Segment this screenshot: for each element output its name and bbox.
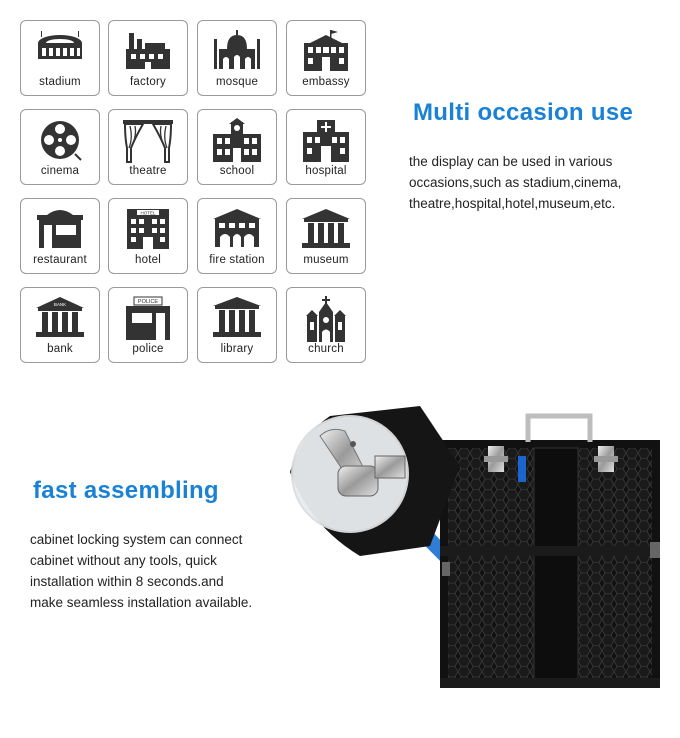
hotel-icon: HOTEL: [127, 209, 169, 249]
police-sign-text: POLICE: [138, 299, 159, 305]
tile-label: stadium: [39, 76, 81, 88]
tile-label: restaurant: [33, 254, 87, 266]
description-line: theatre,hospital,hotel,museum,etc.: [409, 196, 616, 211]
embassy-icon: [304, 30, 348, 71]
church-icon: [306, 296, 346, 342]
cabinet-back-panel: [440, 440, 660, 688]
stadium-icon: [38, 31, 82, 59]
library-icon: [213, 297, 261, 337]
fire-station-icon: [213, 209, 261, 247]
description-line: cabinet without any tools, quick: [30, 553, 217, 568]
tile-fire-station: fire station: [197, 198, 277, 274]
description-line: the display can be used in various: [409, 154, 613, 169]
tile-label: church: [308, 343, 344, 355]
tile-bank: BANK bank: [20, 287, 100, 363]
tile-factory: factory: [108, 20, 188, 96]
tile-label: cinema: [40, 165, 80, 177]
tile-label: factory: [130, 76, 166, 88]
led-cabinet-illustration: [290, 406, 660, 688]
description-line: make seamless installation available.: [30, 595, 253, 610]
restaurant-icon: [37, 210, 83, 248]
tile-label: library: [220, 343, 254, 355]
tile-school: school: [197, 109, 277, 185]
lock-detail-zoom: [290, 406, 460, 556]
tile-label: hospital: [305, 165, 347, 177]
cabinet-lock-right: [594, 446, 618, 472]
tile-label: police: [132, 343, 164, 355]
police-icon: POLICE: [126, 296, 170, 340]
bank-icon: BANK: [36, 297, 84, 337]
multi-occasion-title: Multi occasion use: [413, 99, 634, 126]
curtain-icon: [123, 120, 173, 163]
tile-label: school: [219, 165, 255, 177]
fast-assembling-description: cabinet locking system can connect cabin…: [30, 529, 252, 613]
tile-cinema: cinema: [20, 109, 100, 185]
multi-occasion-description: the display can be used in various occas…: [409, 151, 621, 214]
tile-label: embassy: [302, 76, 350, 88]
tile-museum: museum: [286, 198, 366, 274]
tile-stadium: stadium: [20, 20, 100, 96]
tile-church: church: [286, 287, 366, 363]
cabinet-handle: [525, 413, 593, 442]
tile-label: museum: [303, 254, 349, 266]
museum-icon: [302, 209, 350, 248]
tile-theatre: theatre: [108, 109, 188, 185]
description-line: cabinet locking system can connect: [30, 532, 243, 547]
tile-restaurant: restaurant: [20, 198, 100, 274]
factory-icon: [126, 33, 170, 69]
cabinet-lock-left: [484, 446, 508, 472]
tile-police: POLICE police: [108, 287, 188, 363]
hospital-icon: [303, 120, 349, 162]
tile-library: library: [197, 287, 277, 363]
tile-label: mosque: [215, 76, 259, 88]
tile-label: bank: [47, 343, 73, 355]
description-line: installation within 8 seconds.and: [30, 574, 224, 589]
tile-mosque: mosque: [197, 20, 277, 96]
fast-assembling-title: fast assembling: [33, 477, 219, 504]
tile-label: fire station: [209, 254, 265, 266]
tile-label: theatre: [129, 165, 167, 177]
description-line: occasions,such as stadium,cinema,: [409, 175, 622, 190]
school-icon: [213, 118, 261, 162]
film-reel-icon: [41, 121, 82, 161]
tile-hotel: HOTEL hotel: [108, 198, 188, 274]
bank-sign-text: BANK: [54, 302, 66, 307]
hotel-sign-text: HOTEL: [140, 210, 156, 215]
tile-label: hotel: [135, 254, 161, 266]
tile-embassy: embassy: [286, 20, 366, 96]
tile-hospital: hospital: [286, 109, 366, 185]
mosque-icon: [214, 30, 260, 69]
